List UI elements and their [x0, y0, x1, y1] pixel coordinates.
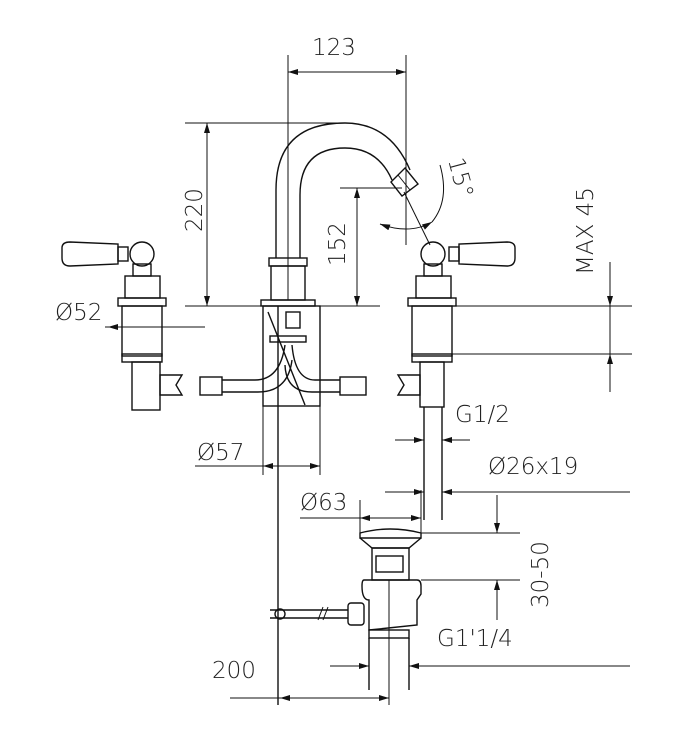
dimension-waste-range: 30-50 — [421, 495, 554, 620]
dim-label-220: 220 — [182, 188, 208, 232]
dimension-waste-diameter: Ø63 — [300, 490, 422, 533]
dimension-spout-height: 152 — [325, 187, 402, 306]
dimension-waste-thread: G1'1/4 — [330, 626, 630, 669]
right-valve — [396, 241, 516, 520]
dim-label-63: Ø63 — [300, 490, 347, 516]
dimension-inlet-thread: G1/2 — [395, 402, 510, 443]
left-valve: Ø52 — [55, 241, 205, 411]
dimension-rod-distance: 200 — [212, 658, 389, 701]
dim-label-g114: G1'1/4 — [437, 626, 513, 652]
dimension-total-height: 220 — [182, 122, 380, 307]
dimension-spout-reach: 123 — [287, 35, 407, 300]
dim-label-max45: MAX 45 — [573, 187, 599, 275]
dim-label-26x19: Ø26x19 — [488, 454, 578, 480]
dim-label-15deg: 15° — [442, 155, 478, 201]
pop-up-waste — [270, 528, 422, 705]
dim-label-52: Ø52 — [55, 300, 102, 326]
dimension-hole-size: Ø26x19 — [385, 454, 630, 495]
dim-label-123: 123 — [312, 35, 356, 61]
dim-label-200: 200 — [212, 658, 256, 684]
spout: 15° — [260, 122, 478, 307]
dim-label-152: 152 — [325, 222, 351, 266]
dim-label-57: Ø57 — [197, 440, 244, 466]
dim-label-g12: G1/2 — [455, 402, 510, 428]
dimension-base-diameter: Ø57 — [195, 306, 321, 475]
dim-label-30-50: 30-50 — [528, 541, 554, 608]
dimension-max-deck: MAX 45 — [440, 187, 632, 392]
connection-hoses — [199, 344, 367, 396]
